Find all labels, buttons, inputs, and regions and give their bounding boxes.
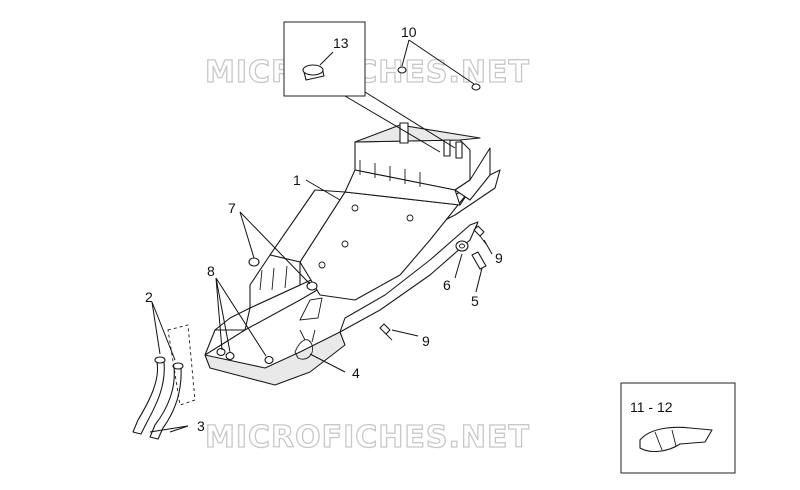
callout-13: 13	[333, 35, 349, 51]
callout-9-lower: 9	[422, 333, 430, 349]
watermark-top: MICROFICHES.NET	[205, 55, 530, 90]
grommet-part-13	[302, 64, 325, 81]
callout-10: 10	[401, 24, 417, 40]
callout-5: 5	[471, 293, 479, 309]
callout-1: 1	[293, 172, 301, 188]
callout-7: 7	[228, 200, 236, 216]
plug-part-10	[397, 66, 481, 91]
callout-9-upper: 9	[495, 250, 503, 266]
leader-13	[319, 51, 334, 66]
watermark-bottom: MICROFICHES.NET	[205, 420, 530, 455]
hose-dashed-guide	[167, 324, 196, 406]
spacer-part-6	[455, 240, 469, 252]
bolt-part-5	[471, 251, 487, 270]
clamp-part-2	[154, 356, 184, 370]
callout-11-12: 11 - 12	[630, 399, 673, 415]
leader-13-to-tray	[344, 91, 456, 153]
callout-4: 4	[352, 365, 360, 381]
leader-lines	[149, 39, 493, 433]
callout-2: 2	[145, 289, 153, 305]
detail-box-13	[283, 21, 366, 97]
bracket-part-4	[294, 329, 316, 360]
callout-3: 3	[197, 418, 205, 434]
undertray-part	[204, 122, 501, 386]
screw-part-8	[216, 347, 274, 365]
clip-part-11-12	[639, 426, 713, 453]
screw-part-9-lower	[379, 323, 393, 341]
callout-8: 8	[207, 263, 215, 279]
hose-part-3	[132, 361, 182, 440]
callout-6: 6	[443, 277, 451, 293]
